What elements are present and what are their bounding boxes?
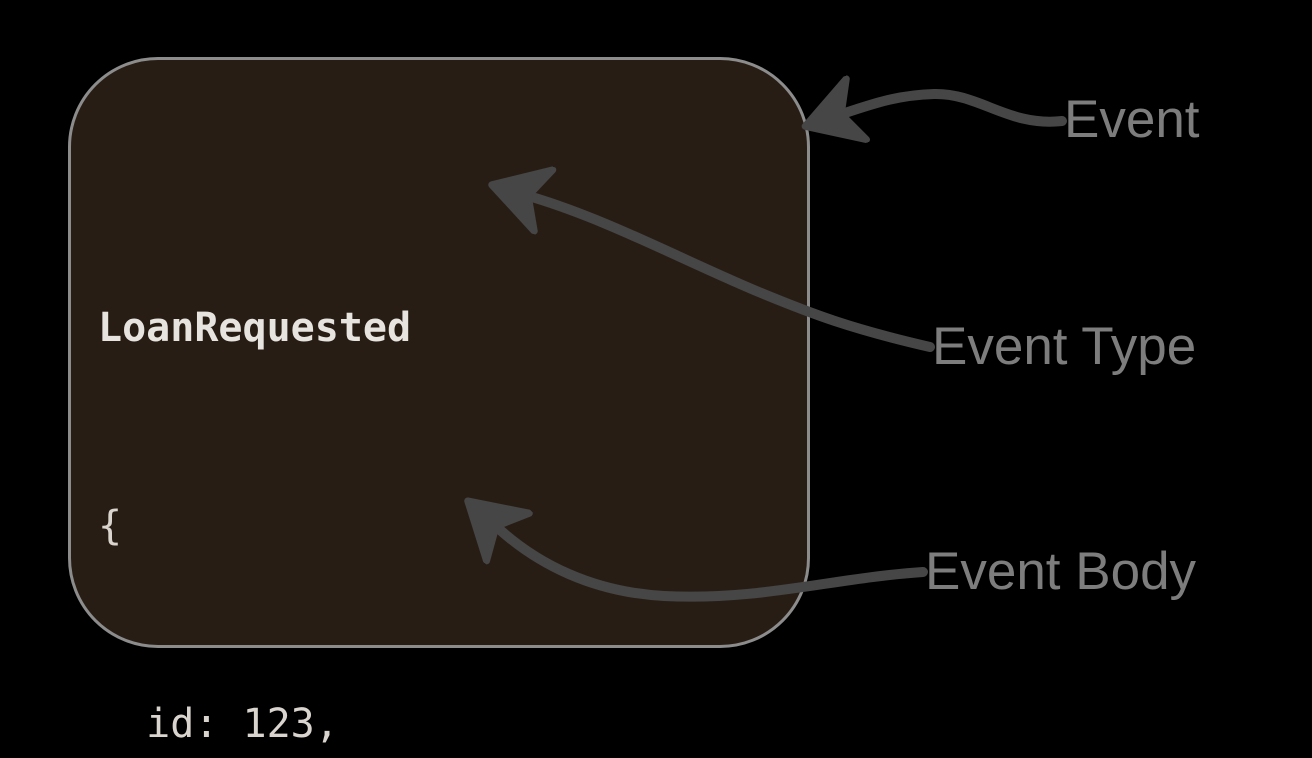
- event-type-title: LoanRequested: [98, 305, 412, 351]
- annotation-label-event: Event: [1064, 90, 1200, 149]
- event-body-line: {: [98, 503, 123, 549]
- arrow-event: [845, 94, 1067, 122]
- event-body-line: id: 123,: [98, 701, 339, 747]
- event-card: LoanRequested { id: 123, amount: 100, bo…: [68, 57, 810, 747]
- annotation-label-event-body: Event Body: [925, 542, 1197, 601]
- event-code-block: LoanRequested { id: 123, amount: 100, bo…: [98, 163, 652, 758]
- annotation-label-event-type: Event Type: [932, 317, 1197, 376]
